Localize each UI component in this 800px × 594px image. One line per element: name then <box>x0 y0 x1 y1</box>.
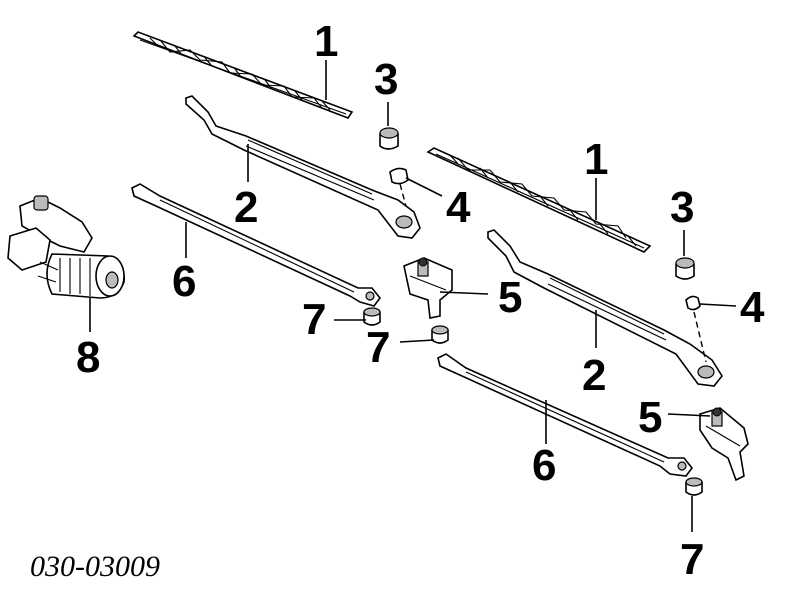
bushing-c <box>685 477 703 496</box>
callout-cap-left: 3 <box>374 55 398 104</box>
callout-bushing-b: 7 <box>366 323 390 372</box>
callout-link-left: 6 <box>172 257 196 306</box>
arm-nut-right <box>685 295 707 363</box>
arm-nut-left <box>389 167 409 207</box>
callout-arm-right: 2 <box>582 351 606 400</box>
callout-cap-right: 3 <box>670 183 694 232</box>
callout-link-right: 6 <box>532 441 556 490</box>
callout-nut-left: 4 <box>446 183 471 232</box>
arm-cap-left <box>379 127 399 150</box>
pivot-left <box>403 257 453 319</box>
pivot-right <box>699 407 749 482</box>
leader-lines <box>89 60 737 532</box>
callout-motor: 8 <box>76 333 100 382</box>
wiper-blade-left <box>132 31 354 119</box>
arm-cap-right <box>675 257 695 280</box>
linkage-rod-left <box>131 183 382 307</box>
callout-nut-right: 4 <box>740 283 765 332</box>
diagram-part-number: 030-03009 <box>30 550 160 583</box>
wiper-motor <box>7 195 125 299</box>
callout-pivot-right: 5 <box>638 393 662 442</box>
wiper-blade-right <box>426 147 652 253</box>
linkage-rod-right <box>437 353 694 477</box>
callout-bushing-a: 7 <box>302 295 326 344</box>
callout-pivot-left: 5 <box>498 273 522 322</box>
wiper-arm-left <box>185 95 421 239</box>
callout-arm-left: 2 <box>234 183 258 232</box>
wiper-arm-right <box>487 229 723 387</box>
bushing-b <box>431 325 449 344</box>
callout-bushing-c: 7 <box>680 535 704 584</box>
callout-blade-left: 1 <box>314 17 338 66</box>
bushing-a <box>363 307 381 326</box>
callout-blade-right: 1 <box>584 135 608 184</box>
